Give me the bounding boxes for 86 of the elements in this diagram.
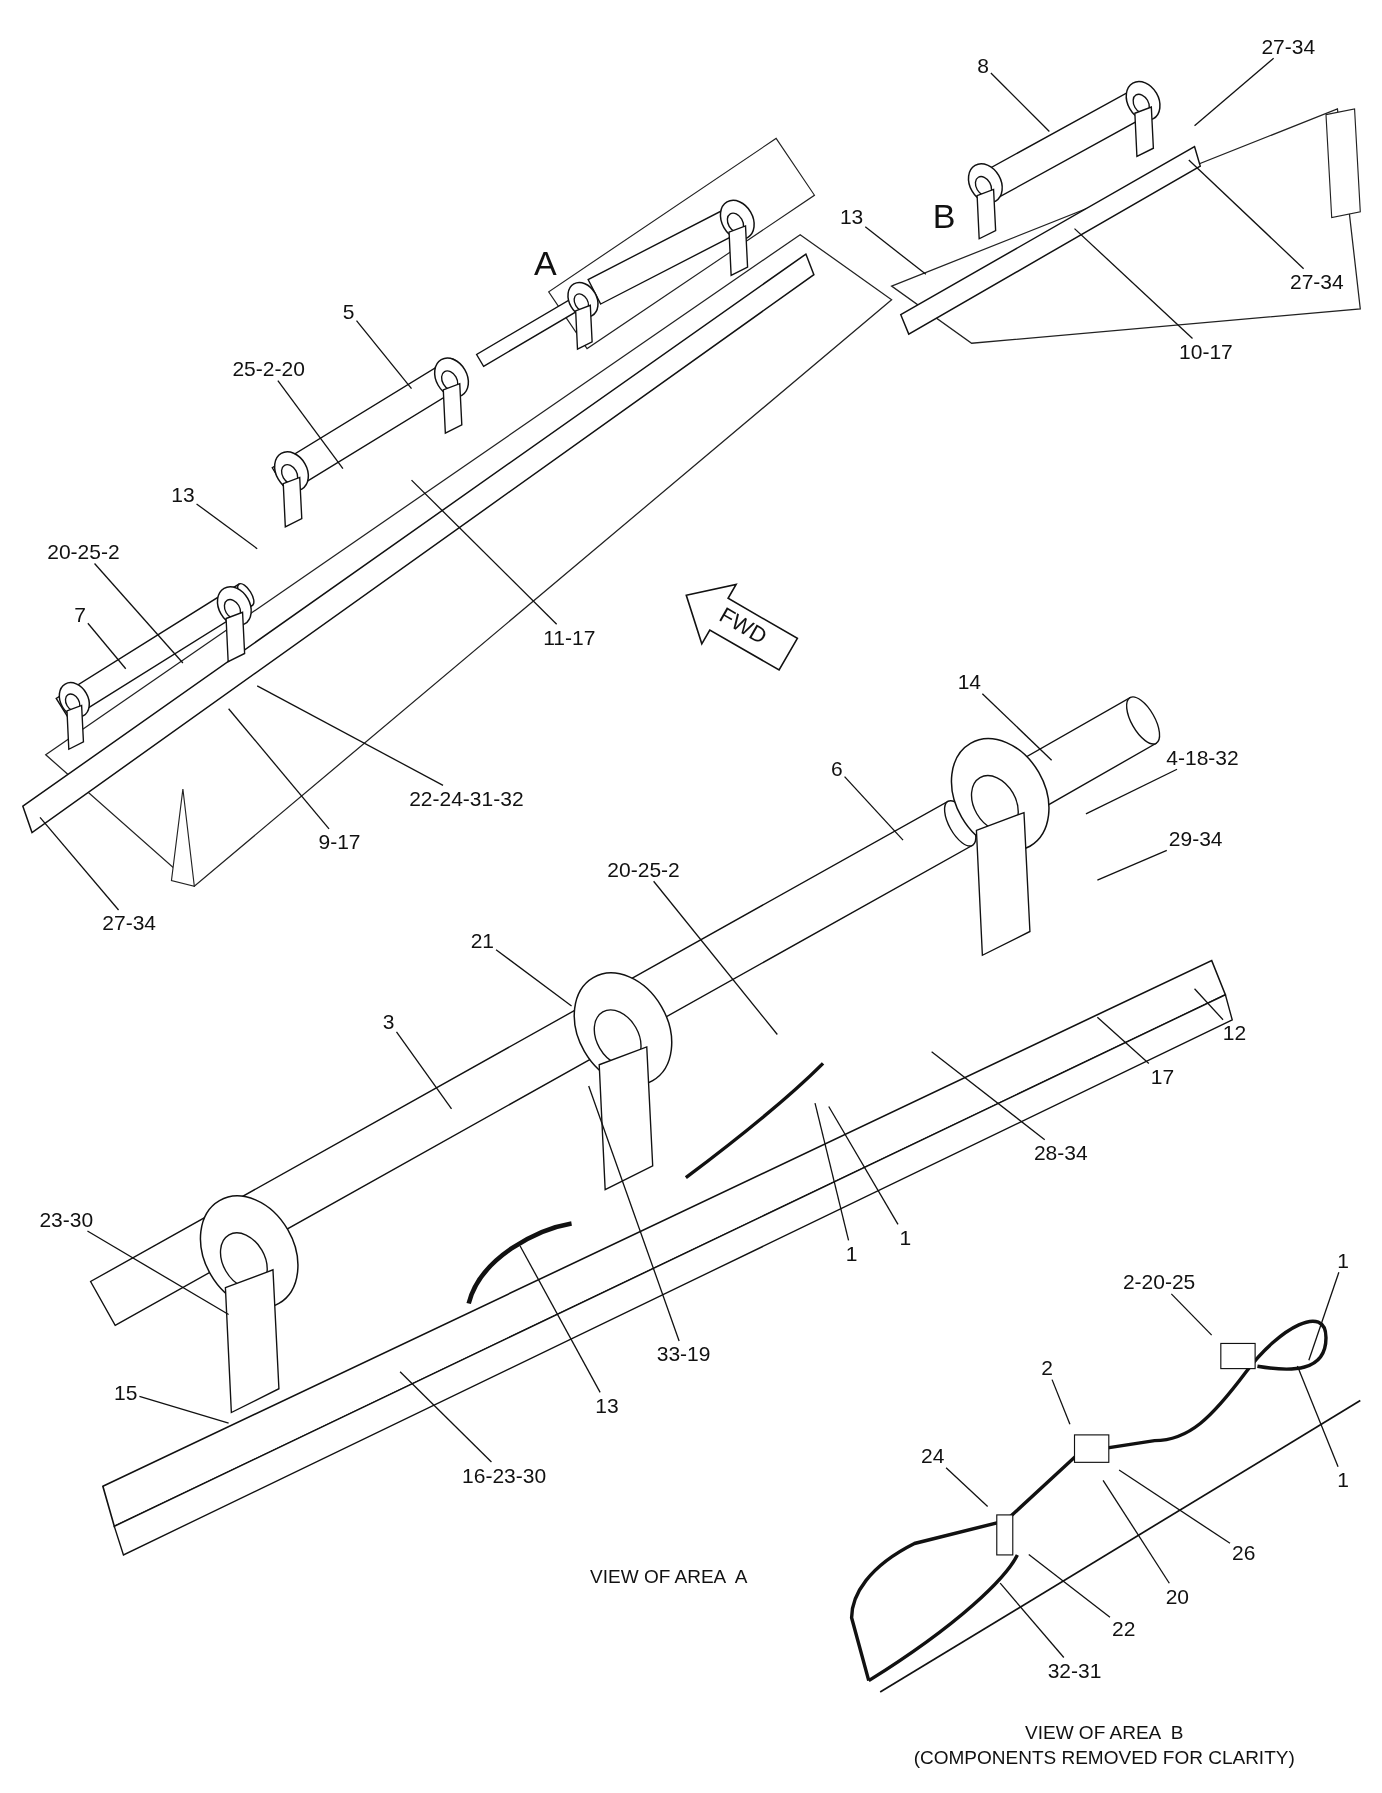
leader-line <box>1118 1469 1231 1544</box>
callout-number: 21 <box>470 928 495 952</box>
callout-number: 6 <box>830 756 843 780</box>
callout-number: 1 <box>845 1241 858 1265</box>
leader-line <box>87 622 127 670</box>
leader-line <box>410 479 558 625</box>
leader-line <box>588 1085 680 1342</box>
callout-number: 3 <box>382 1009 395 1033</box>
callout-number: 22-24-31-32 <box>409 786 524 810</box>
leader-line <box>653 880 778 1036</box>
callout-number: 26 <box>1232 1540 1256 1564</box>
callout-number: 20-25-2 <box>607 857 680 881</box>
callout-number: 12 <box>1222 1020 1247 1044</box>
leader-line <box>86 1230 230 1316</box>
view-title: VIEW OF AREA A <box>590 1566 748 1586</box>
callout-number: 11-17 <box>543 625 596 649</box>
leader-line <box>1188 159 1305 270</box>
callout-number: 1 <box>1337 1467 1349 1491</box>
callout-number: 23-30 <box>39 1207 94 1231</box>
callout-number: 2 <box>1041 1355 1053 1379</box>
area-letter: B <box>932 199 956 234</box>
leader-line <box>864 226 927 275</box>
callout-number: 27-34 <box>1261 34 1316 58</box>
callout-number: 29-34 <box>1168 826 1223 850</box>
leader-line <box>1170 1293 1213 1336</box>
leader-line <box>195 503 258 550</box>
leader-line <box>1085 768 1178 815</box>
callout-number: 28-34 <box>1033 1140 1088 1164</box>
leader-line <box>277 379 344 470</box>
callout-number: 7 <box>74 602 86 626</box>
callout-number: 1 <box>899 1225 912 1249</box>
leader-line <box>1296 1365 1339 1468</box>
callout-number: 9-17 <box>318 829 361 853</box>
callout-number: 5 <box>342 299 355 323</box>
callout-number: 20 <box>1165 1584 1190 1608</box>
callout-number: 27-34 <box>1289 269 1344 293</box>
leader-line <box>93 562 184 664</box>
leader-line <box>1096 849 1168 881</box>
leader-line <box>1193 988 1224 1021</box>
callout-number: 27-34 <box>102 910 156 934</box>
callout-number: 10-17 <box>1179 339 1233 363</box>
leader-line <box>1073 227 1194 340</box>
callout-number: 14 <box>957 669 981 693</box>
leader-line <box>399 1371 493 1463</box>
callout-number: 1 <box>1337 1248 1349 1272</box>
callout-number: 13 <box>171 482 195 506</box>
callout-number: 16-23-30 <box>462 1463 547 1487</box>
view-title: VIEW OF AREA B <box>1025 1722 1184 1742</box>
callout-number: 15 <box>114 1380 138 1404</box>
callout-number: 25-2-20 <box>232 356 305 380</box>
callout-number: 17 <box>1150 1064 1175 1088</box>
leader-line <box>999 1582 1065 1659</box>
leader-line <box>138 1395 230 1424</box>
leader-line <box>1308 1271 1340 1361</box>
leader-line <box>1096 1016 1150 1065</box>
callout-number: 24 <box>921 1443 945 1467</box>
callout-number: 20-25-2 <box>47 539 120 563</box>
leader-line <box>227 708 330 830</box>
callout-number: 4-18-32 <box>1166 745 1239 769</box>
leader-line <box>1193 57 1275 127</box>
callout-number: 32-31 <box>1047 1658 1102 1682</box>
leader-line <box>1028 1553 1111 1618</box>
leader-line <box>843 776 904 841</box>
callout-number: 22 <box>1112 1616 1136 1640</box>
leader-line <box>990 72 1050 133</box>
leader-line <box>395 1031 453 1110</box>
callout-number: 33-19 <box>656 1341 711 1365</box>
leader-line <box>256 685 444 787</box>
leader-line <box>495 949 573 1007</box>
view-note: (COMPONENTS REMOVED FOR CLARITY) <box>913 1747 1295 1767</box>
leader-line <box>1102 1479 1170 1584</box>
callout-number: 13 <box>595 1393 619 1417</box>
leader-line <box>39 816 120 911</box>
leader-line <box>828 1105 899 1225</box>
leader-line <box>814 1102 850 1241</box>
leader-line <box>519 1245 601 1393</box>
leader-line <box>945 1467 989 1508</box>
area-letter: A <box>533 245 557 280</box>
leader-line <box>930 1051 1046 1141</box>
leader-line <box>1051 1379 1071 1425</box>
leader-line <box>981 693 1053 761</box>
direction-label: FWD <box>715 604 771 649</box>
leader-line <box>355 319 413 390</box>
callout-number: 13 <box>839 204 864 228</box>
callout-number: 2-20-25 <box>1122 1269 1196 1293</box>
callout-number: 8 <box>977 53 989 77</box>
